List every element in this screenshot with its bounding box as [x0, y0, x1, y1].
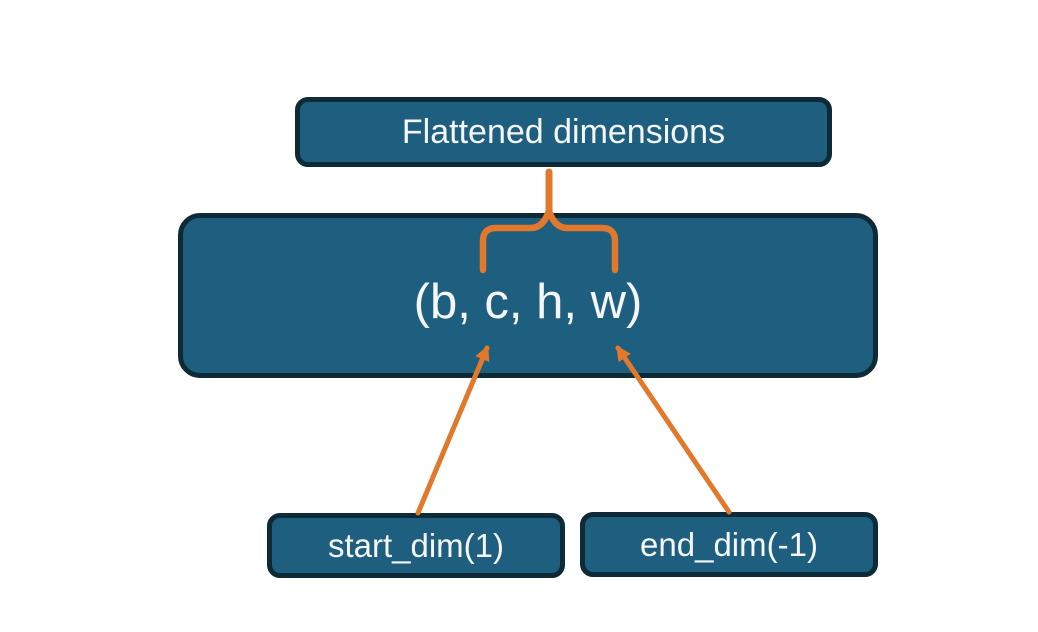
node-end-dim: end_dim(-1) — [580, 512, 878, 577]
node-start-dim: start_dim(1) — [267, 513, 565, 578]
end-dim-label: end_dim(-1) — [640, 526, 818, 563]
start-dim-label: start_dim(1) — [327, 527, 505, 564]
node-tensor-shape: (b, c, h, w) — [178, 213, 878, 378]
node-flattened-dimensions: Flattened dimensions — [295, 97, 832, 167]
tensor-shape-label: (b, c, h, w) — [413, 275, 643, 329]
flattened-dimensions-label: Flattened dimensions — [401, 113, 726, 151]
